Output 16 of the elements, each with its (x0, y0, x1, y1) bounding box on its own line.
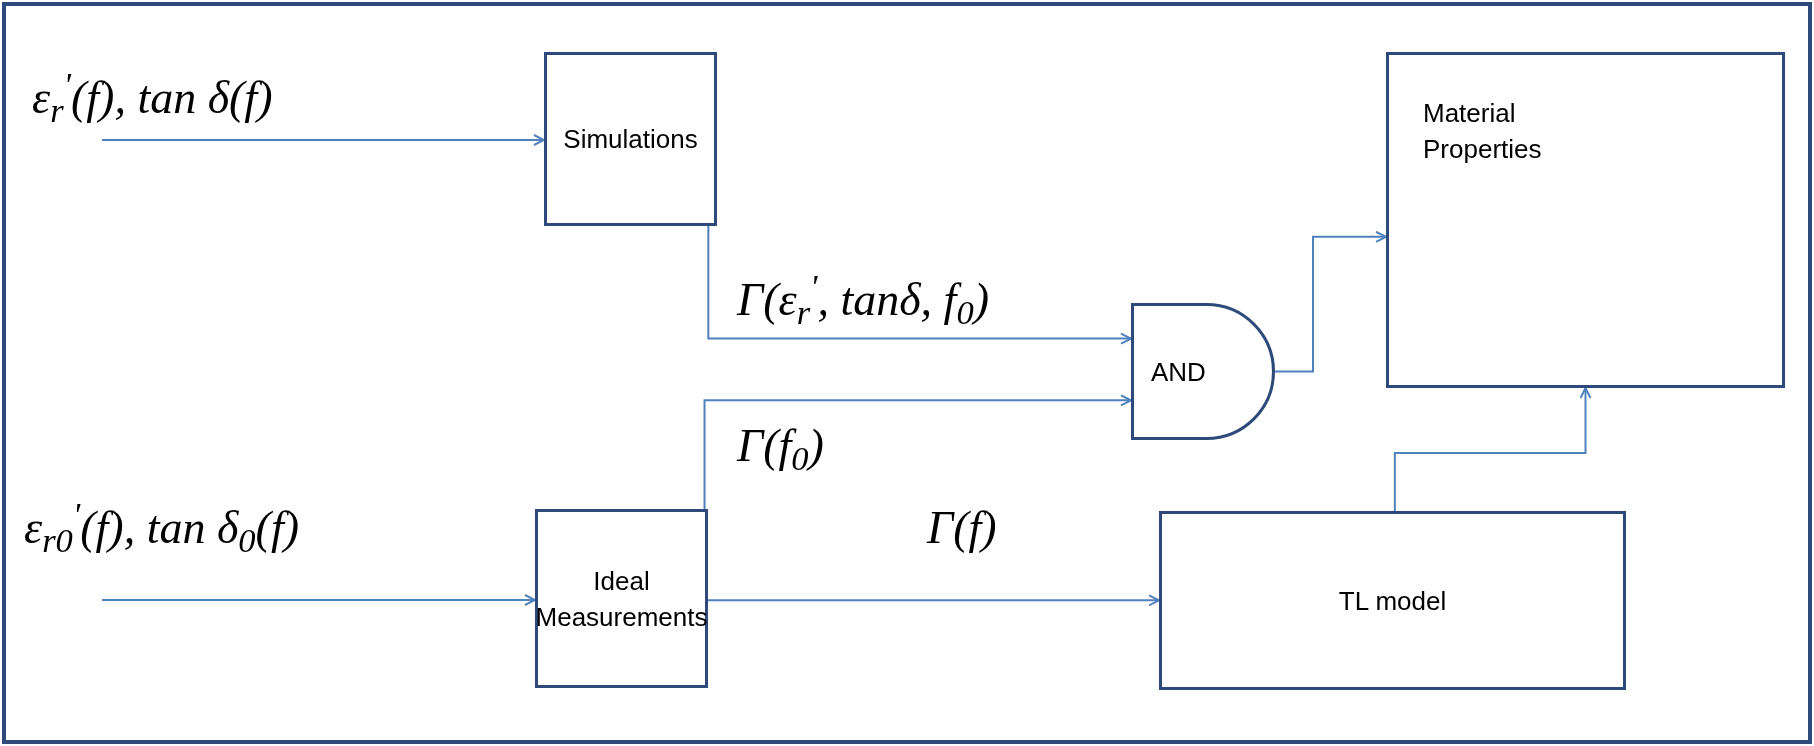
process-box (544, 52, 717, 226)
process-box (535, 509, 708, 688)
box-label: AND (1151, 355, 1206, 389)
arrow (707, 225, 1132, 345)
arrow (101, 594, 536, 606)
box-label: Material Properties (1423, 97, 1543, 166)
arrow (1274, 230, 1387, 373)
arrow (1393, 387, 1592, 512)
and-gate (1131, 303, 1275, 440)
process-box (1386, 52, 1785, 388)
arrow (703, 394, 1132, 510)
box-label: Simulations (563, 123, 698, 156)
process-box (1159, 511, 1626, 690)
arrow (101, 134, 545, 146)
arrow (707, 594, 1160, 607)
box-label: TL model (1338, 584, 1447, 618)
